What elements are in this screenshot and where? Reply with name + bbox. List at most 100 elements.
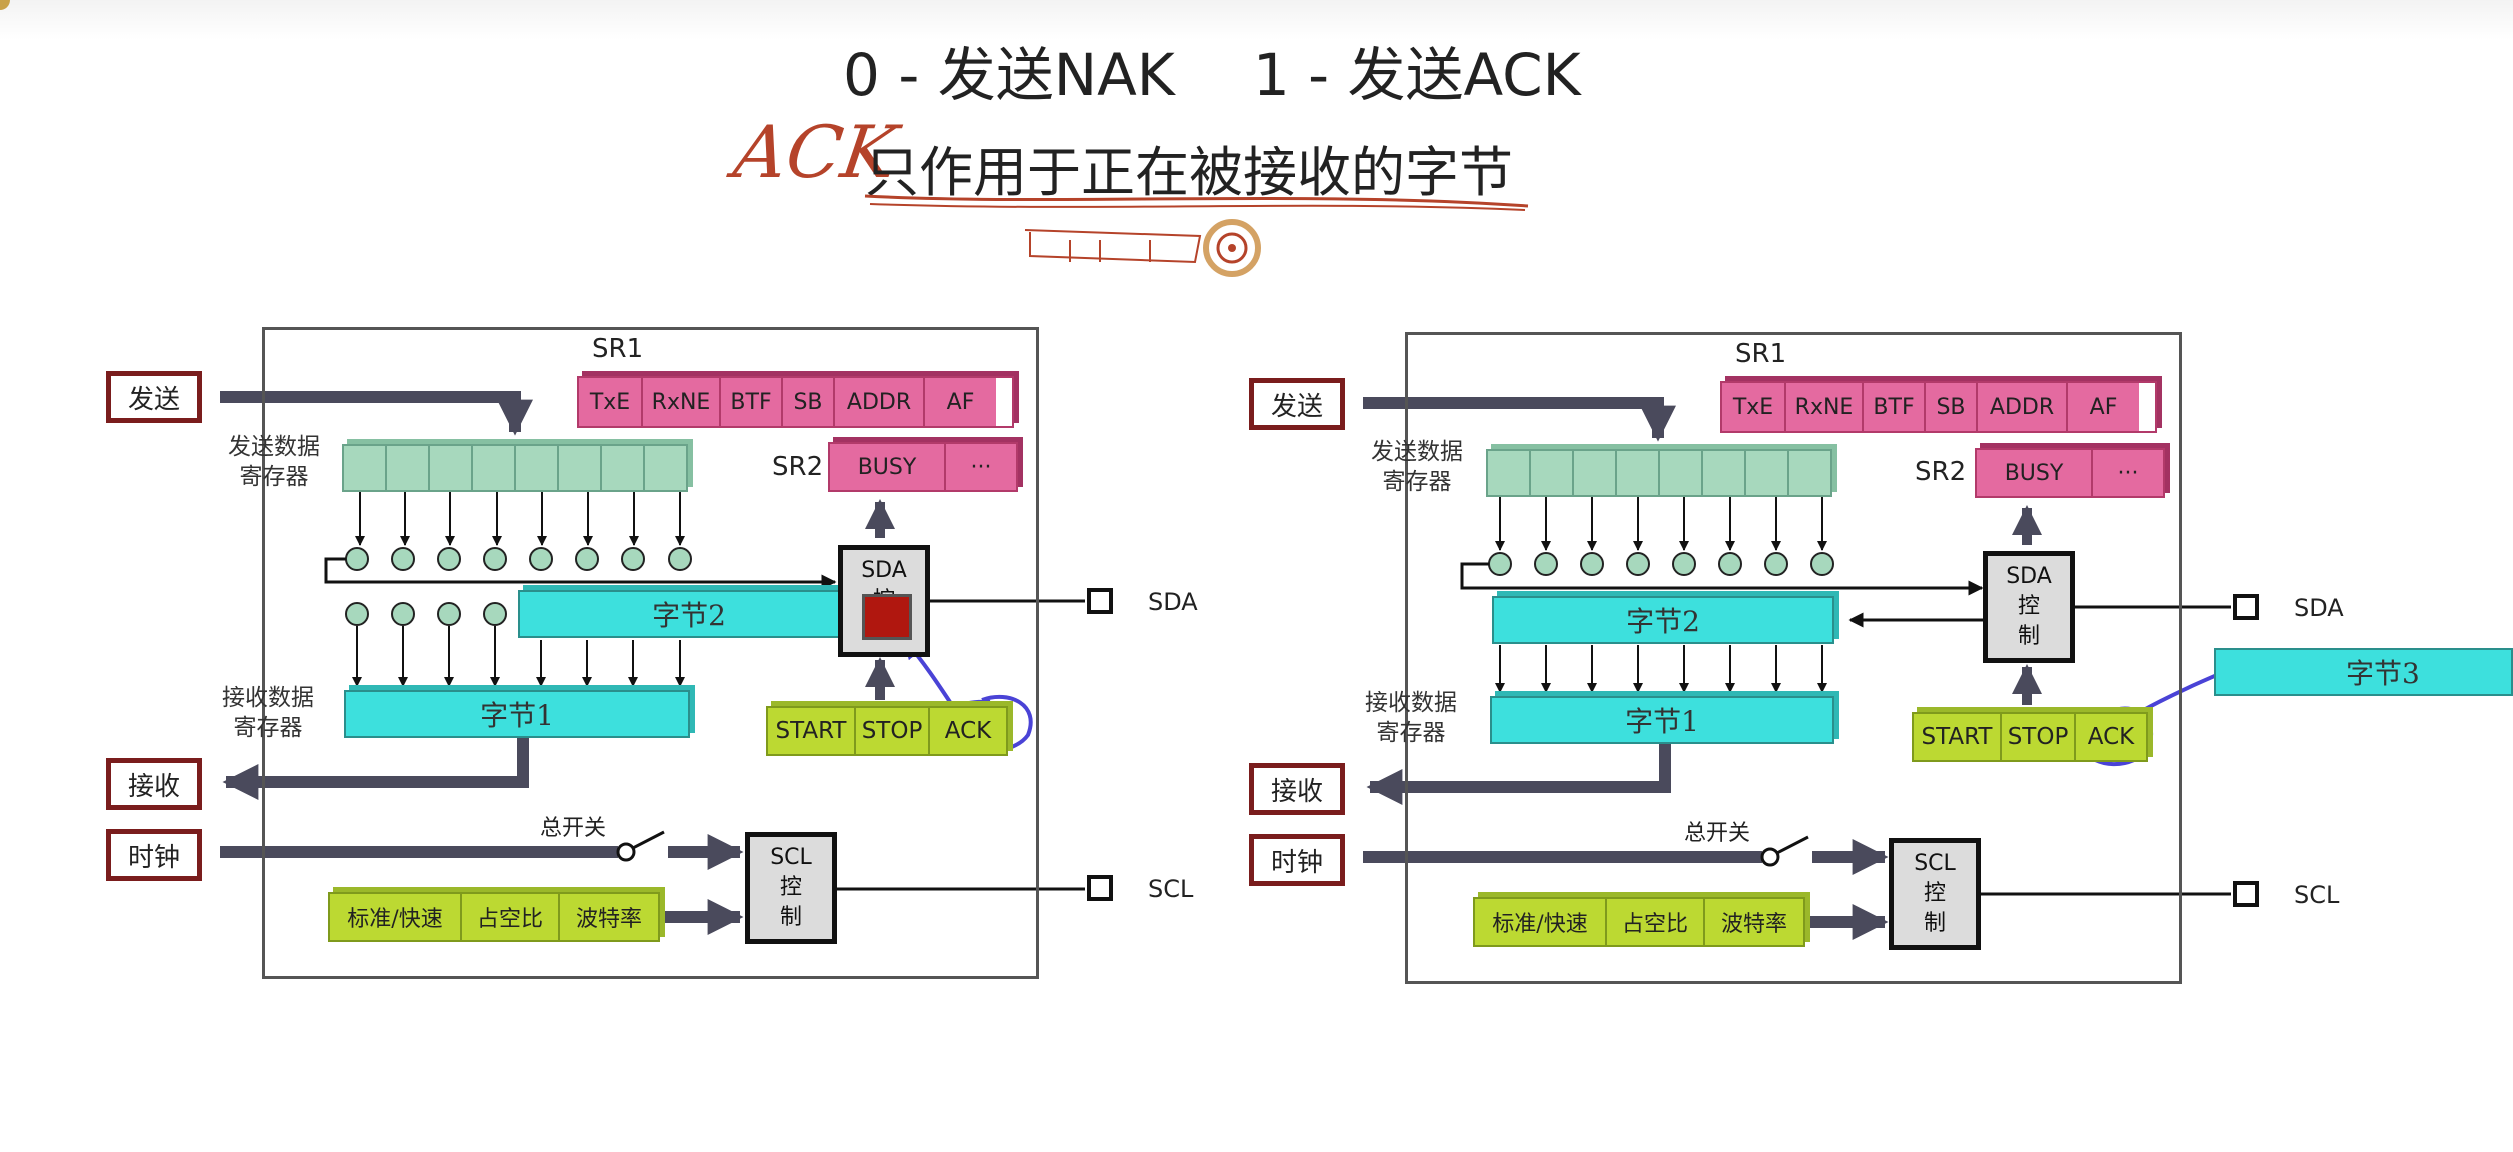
rx-reg-label-left: 接收数据 寄存器: [222, 683, 314, 743]
baud-cell-right: 波特率: [1705, 899, 1803, 945]
sr1-register-left: TxE RxNE BTF SB ADDR AF: [577, 376, 1014, 428]
rx-reg-label-line1-right: 接收数据: [1365, 690, 1457, 716]
title-line-2: 只作用于正在被接收的字节: [865, 141, 1513, 204]
start-cell-right: START: [1914, 714, 2002, 760]
ack-bit-highlight: [862, 594, 912, 640]
sda-pin-left: [1087, 588, 1113, 614]
shift-byte2-left: 字节2: [518, 590, 860, 638]
baud-cell-left: 波特率: [560, 894, 658, 940]
sr1-cell-txe-right: TxE: [1722, 383, 1786, 431]
tx-data-register-left: [342, 444, 688, 492]
clock-box-right: 时钟: [1249, 834, 1345, 886]
sr2-cell-busy-right: BUSY: [1977, 450, 2093, 496]
ack-cell-right: ACK: [2076, 714, 2146, 760]
sr1-cell-af-left: AF: [925, 378, 996, 426]
scl-pin-left: [1087, 875, 1113, 901]
stop-cell-left: STOP: [856, 708, 930, 754]
rx-byte1-right: 字节1: [1490, 696, 1834, 744]
handwritten-sketch: [1024, 229, 1202, 264]
start-stop-ack-left: START STOP ACK: [766, 706, 1008, 756]
scl-ctrl-line1-left: SCL: [770, 845, 812, 870]
handwritten-underline: [864, 194, 1529, 208]
scl-control-left: SCL 控 制: [745, 832, 837, 944]
clock-config-right: 标准/快速 占空比 波特率: [1473, 897, 1805, 947]
sr2-cell-more-left: ···: [946, 444, 1016, 490]
scl-pin-label-left: SCL: [1148, 875, 1194, 903]
sr1-cell-addr-right: ADDR: [1978, 383, 2068, 431]
rx-reg-label-line1-left: 接收数据: [222, 685, 314, 711]
sda-control-right: SDA 控 制: [1983, 551, 2075, 663]
sr1-cell-rxne-left: RxNE: [643, 378, 721, 426]
tx-down-arrows-left: [355, 490, 685, 546]
outgoing-byte3-right: 字节3: [2214, 648, 2513, 696]
sda-pin-label-right: SDA: [2294, 594, 2344, 622]
top-bar: [0, 0, 2513, 40]
start-cell-left: START: [768, 708, 856, 754]
handwritten-underline-2: [869, 203, 1526, 211]
sr2-register-left: BUSY ···: [828, 442, 1018, 492]
sr1-cell-btf-left: BTF: [721, 378, 783, 426]
rx-shift-circles-left: [345, 602, 507, 626]
sr1-cell-sb-left: SB: [783, 378, 835, 426]
tx-reg-label-right: 发送数据 寄存器: [1371, 437, 1463, 497]
sr1-cell-txe-left: TxE: [579, 378, 643, 426]
scl-control-right: SCL 控 制: [1889, 838, 1981, 950]
ack-cell-left: ACK: [930, 708, 1006, 754]
tx-reg-label-left: 发送数据 寄存器: [228, 432, 320, 492]
start-stop-ack-right: START STOP ACK: [1912, 712, 2148, 762]
send-arrow-right: [1363, 397, 1676, 442]
scl-ctrl-line1-right: SCL: [1914, 851, 1956, 876]
sr2-cell-busy-left: BUSY: [830, 444, 946, 490]
cursor-ring: [1203, 219, 1261, 277]
corner-mark: [0, 0, 10, 10]
sda-ctrl-line1-right: SDA: [2006, 564, 2052, 589]
shift-byte2-right: 字节2: [1492, 596, 1834, 644]
std-fast-cell-left: 标准/快速: [330, 894, 462, 940]
sda-ctrl-line1-left: SDA: [861, 558, 907, 583]
receive-box-left: 接收: [106, 758, 202, 810]
tx-reg-label-line1-right: 发送数据: [1371, 439, 1463, 465]
send-box-left: 发送: [106, 371, 202, 423]
tx-shift-circles-right: [1488, 552, 1834, 576]
sr1-register-right: TxE RxNE BTF SB ADDR AF: [1720, 381, 2157, 433]
sr1-label-right: SR1: [1735, 339, 1787, 369]
rx-reg-label-line2-left: 寄存器: [233, 715, 303, 741]
sr1-cell-btf-right: BTF: [1864, 383, 1926, 431]
tx-down-arrows-right: [1495, 495, 1827, 551]
scl-ctrl-line2-left: 控: [779, 875, 802, 900]
tx-reg-label-line2-right: 寄存器: [1382, 469, 1452, 495]
rx-byte1-left: 字节1: [344, 690, 690, 738]
tx-shift-circles-left: [345, 547, 692, 571]
rx-reg-label-right: 接收数据 寄存器: [1365, 688, 1457, 748]
std-fast-cell-right: 标准/快速: [1475, 899, 1607, 945]
scl-pin-right: [2233, 881, 2259, 907]
sr1-label-left: SR1: [592, 334, 644, 364]
right-diagram-frame: [1405, 332, 2182, 984]
main-switch-label-left: 总开关: [540, 816, 607, 841]
sda-pin-label-left: SDA: [1148, 588, 1198, 616]
sda-pin-right: [2233, 594, 2259, 620]
rx-reg-label-line2-right: 寄存器: [1376, 720, 1446, 746]
sr2-cell-more-right: ···: [2093, 450, 2163, 496]
sr1-cell-af-right: AF: [2068, 383, 2139, 431]
left-diagram-frame: [262, 327, 1039, 979]
stop-cell-right: STOP: [2002, 714, 2076, 760]
sr1-cell-sb-right: SB: [1926, 383, 1978, 431]
sr2-register-right: BUSY ···: [1975, 448, 2165, 498]
sr2-label-left: SR2: [772, 452, 824, 482]
clock-box-left: 时钟: [106, 829, 202, 881]
clock-config-left: 标准/快速 占空比 波特率: [328, 892, 660, 942]
duty-cell-left: 占空比: [462, 894, 560, 940]
send-arrow-left: [220, 391, 533, 436]
rx-down-arrows-left: [352, 626, 685, 687]
sr1-cell-rxne-right: RxNE: [1786, 383, 1864, 431]
ack-text: 1 - 发送ACK: [1252, 41, 1581, 109]
sda-ctrl-line3-right: 制: [2017, 624, 2040, 649]
tx-reg-label-line2-left: 寄存器: [239, 464, 309, 490]
scl-ctrl-line3-right: 制: [1923, 911, 1946, 936]
duty-cell-right: 占空比: [1607, 899, 1705, 945]
tx-reg-label-line1-left: 发送数据: [228, 434, 320, 460]
scl-pin-label-right: SCL: [2294, 881, 2340, 909]
